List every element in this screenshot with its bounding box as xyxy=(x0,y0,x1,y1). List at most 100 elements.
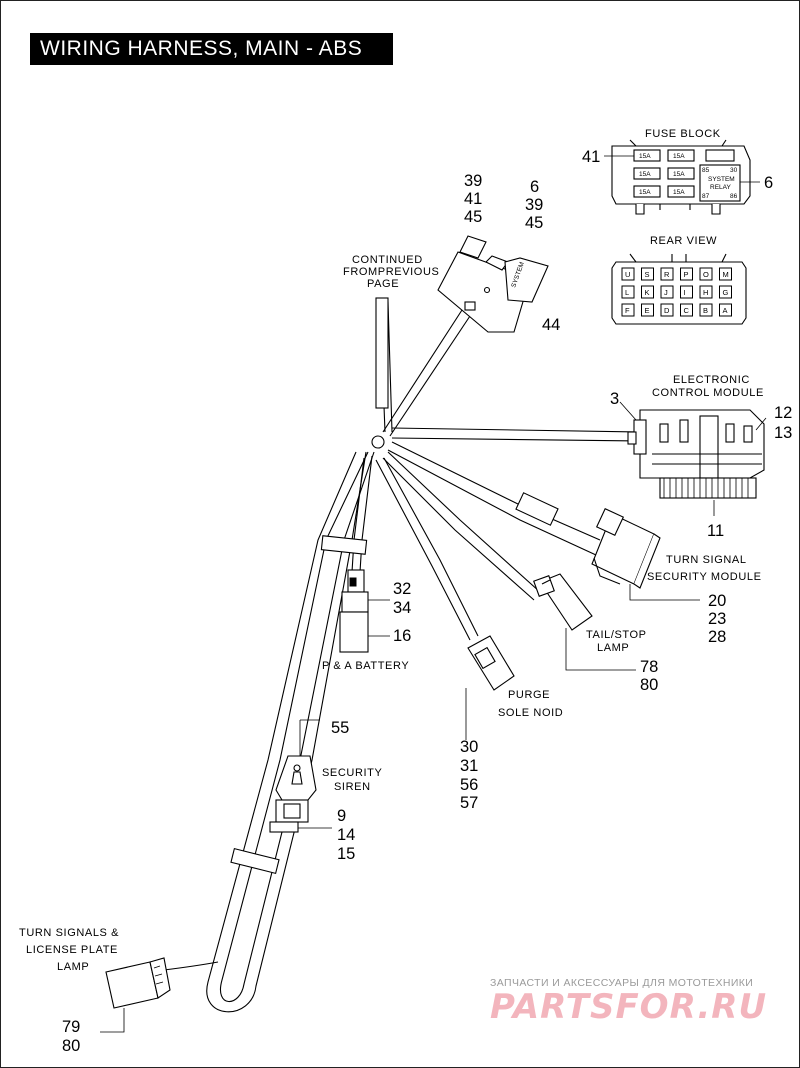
callout-number: 78 xyxy=(640,658,658,676)
rear-view-pin-cell xyxy=(699,285,713,299)
fuse-label: 15A xyxy=(673,189,685,196)
tssm-label: SECURITY MODULE xyxy=(647,571,762,583)
harness-junction xyxy=(371,435,385,449)
rear-view-pin-cell xyxy=(680,285,693,299)
rear-view-pin-cell xyxy=(660,285,674,299)
rear-view-pin-cell xyxy=(699,267,713,281)
rear-view-pin-letter: I xyxy=(684,288,686,297)
fuse-block-connector: SYSTEM xyxy=(437,235,549,333)
relay-label: SYSTEM xyxy=(708,176,735,183)
callout-number: 44 xyxy=(542,316,560,334)
trunk-sleeve-lower xyxy=(230,847,280,875)
callout-number: 32 xyxy=(393,580,411,598)
continued-label: CONTINUED xyxy=(352,254,423,266)
callout-number: 45 xyxy=(464,208,482,226)
fuse-label: 15A xyxy=(673,153,685,160)
rear-view-pin-letter: L xyxy=(625,288,629,297)
rear-view-pin-cell xyxy=(621,285,635,299)
fuse-slot xyxy=(633,149,661,162)
rear-view-pin-cell xyxy=(719,303,732,317)
fuse-slot xyxy=(667,149,695,162)
purge-label: SOLE NOID xyxy=(498,707,563,719)
continued-harness-sleeve xyxy=(375,297,389,409)
rear-view-pin-letter: D xyxy=(664,306,670,315)
purge-solenoid-connector xyxy=(465,635,515,740)
callout-number: 34 xyxy=(393,599,411,617)
rear-view-pin-cell xyxy=(641,303,654,317)
rear-view-pin-letter: B xyxy=(703,306,708,315)
harness-wires xyxy=(163,297,641,1013)
rear-view-pin-letter: O xyxy=(703,270,709,279)
tail-stop-label: LAMP xyxy=(597,642,629,654)
callout-number: 14 xyxy=(337,826,355,844)
rear-view-pin-letter: J xyxy=(664,288,668,297)
callout-number: 57 xyxy=(460,794,478,812)
fuse-label: 15A xyxy=(639,189,651,196)
callout-number: 28 xyxy=(708,628,726,646)
continued-label: FROMPREVIOUS xyxy=(343,266,439,278)
rear-view-pin-letter: F xyxy=(625,306,630,315)
tssm-label: TURN SIGNAL xyxy=(666,554,747,566)
relay-pin: 87 xyxy=(702,193,710,200)
turn-signals-label: TURN SIGNALS & xyxy=(19,927,119,939)
callout-number: 3 xyxy=(610,390,619,408)
callout-numbers: 39 41 45 6 39 45 41 6 44 3 12 13 11 20 2… xyxy=(62,148,792,1055)
page-title: WIRING HARNESS, MAIN - ABS xyxy=(40,37,363,60)
callout-number: 41 xyxy=(582,148,600,166)
rear-view-pin-letter: P xyxy=(684,270,689,279)
rear-view-pin-letter: C xyxy=(684,306,690,315)
rear-view-pin-letter: G xyxy=(723,288,729,297)
fuse-slot xyxy=(633,167,661,180)
rear-view-pin-letter: K xyxy=(645,288,650,297)
rear-view-pin-letter: R xyxy=(664,270,670,279)
callout-number: 6 xyxy=(530,178,539,196)
fuse-slot xyxy=(705,149,735,162)
callout-number: 20 xyxy=(708,592,726,610)
siren-label: SECURITY xyxy=(322,767,382,779)
rear-view-pin-cell xyxy=(621,267,635,281)
rear-view-pin-cell xyxy=(680,267,693,281)
callout-number: 9 xyxy=(337,807,346,825)
tail-stop-lamp-connector xyxy=(533,573,636,671)
watermark: ЗАПЧАСТИ И АКСЕССУАРЫ ДЛЯ МОТОТЕХНИКИ PA… xyxy=(490,977,767,1027)
callout-number: 12 xyxy=(774,404,792,422)
rear-view-pin-cell xyxy=(641,285,654,299)
relay-pin: 86 xyxy=(730,193,738,200)
rear-view-pin-cell xyxy=(680,303,693,317)
callout-number: 6 xyxy=(764,174,773,192)
turn-signals-license-connector xyxy=(100,957,171,1033)
electronic-control-module xyxy=(619,401,767,516)
callout-number: 41 xyxy=(464,190,482,208)
trunk-sleeve-upper xyxy=(320,535,368,555)
relay-pin: 30 xyxy=(730,167,738,174)
callout-number: 23 xyxy=(708,610,726,628)
tail-stop-label: TAIL/STOP xyxy=(586,629,647,641)
rear-view-pin-cell xyxy=(699,303,713,317)
ecm-label: CONTROL MODULE xyxy=(652,387,764,399)
callout-number: 39 xyxy=(525,196,543,214)
callout-number: 13 xyxy=(774,424,792,442)
callout-number: 45 xyxy=(525,214,543,232)
fuse-slot xyxy=(667,167,695,180)
watermark-tagline: ЗАПЧАСТИ И АКСЕССУАРЫ ДЛЯ МОТОТЕХНИКИ xyxy=(490,977,753,989)
callout-number: 15 xyxy=(337,845,355,863)
fuse-slot xyxy=(667,185,695,198)
purge-label: PURGE xyxy=(508,689,550,701)
rear-view-pin-letter: A xyxy=(723,306,728,315)
rear-view-pin-cell xyxy=(719,285,732,299)
component-labels: FUSE BLOCK REAR VIEW CONTINUED FROMPREVI… xyxy=(19,128,764,973)
rear-view-pin-letter: S xyxy=(645,270,650,279)
fuse-label: 15A xyxy=(639,153,651,160)
watermark-logo: PARTSFOR.RU xyxy=(490,987,767,1027)
security-siren xyxy=(269,719,332,833)
rear-view-pin-letter: U xyxy=(625,270,630,279)
turn-signals-label: LICENSE PLATE xyxy=(26,944,118,956)
rear-view-label: REAR VIEW xyxy=(650,235,717,247)
fuse-block-label: FUSE BLOCK xyxy=(645,128,721,140)
tssm-wire-sleeve xyxy=(515,492,559,526)
rear-view-pin-cell xyxy=(660,303,674,317)
callout-number: 56 xyxy=(460,776,478,794)
rear-view-pin-cell xyxy=(660,267,674,281)
